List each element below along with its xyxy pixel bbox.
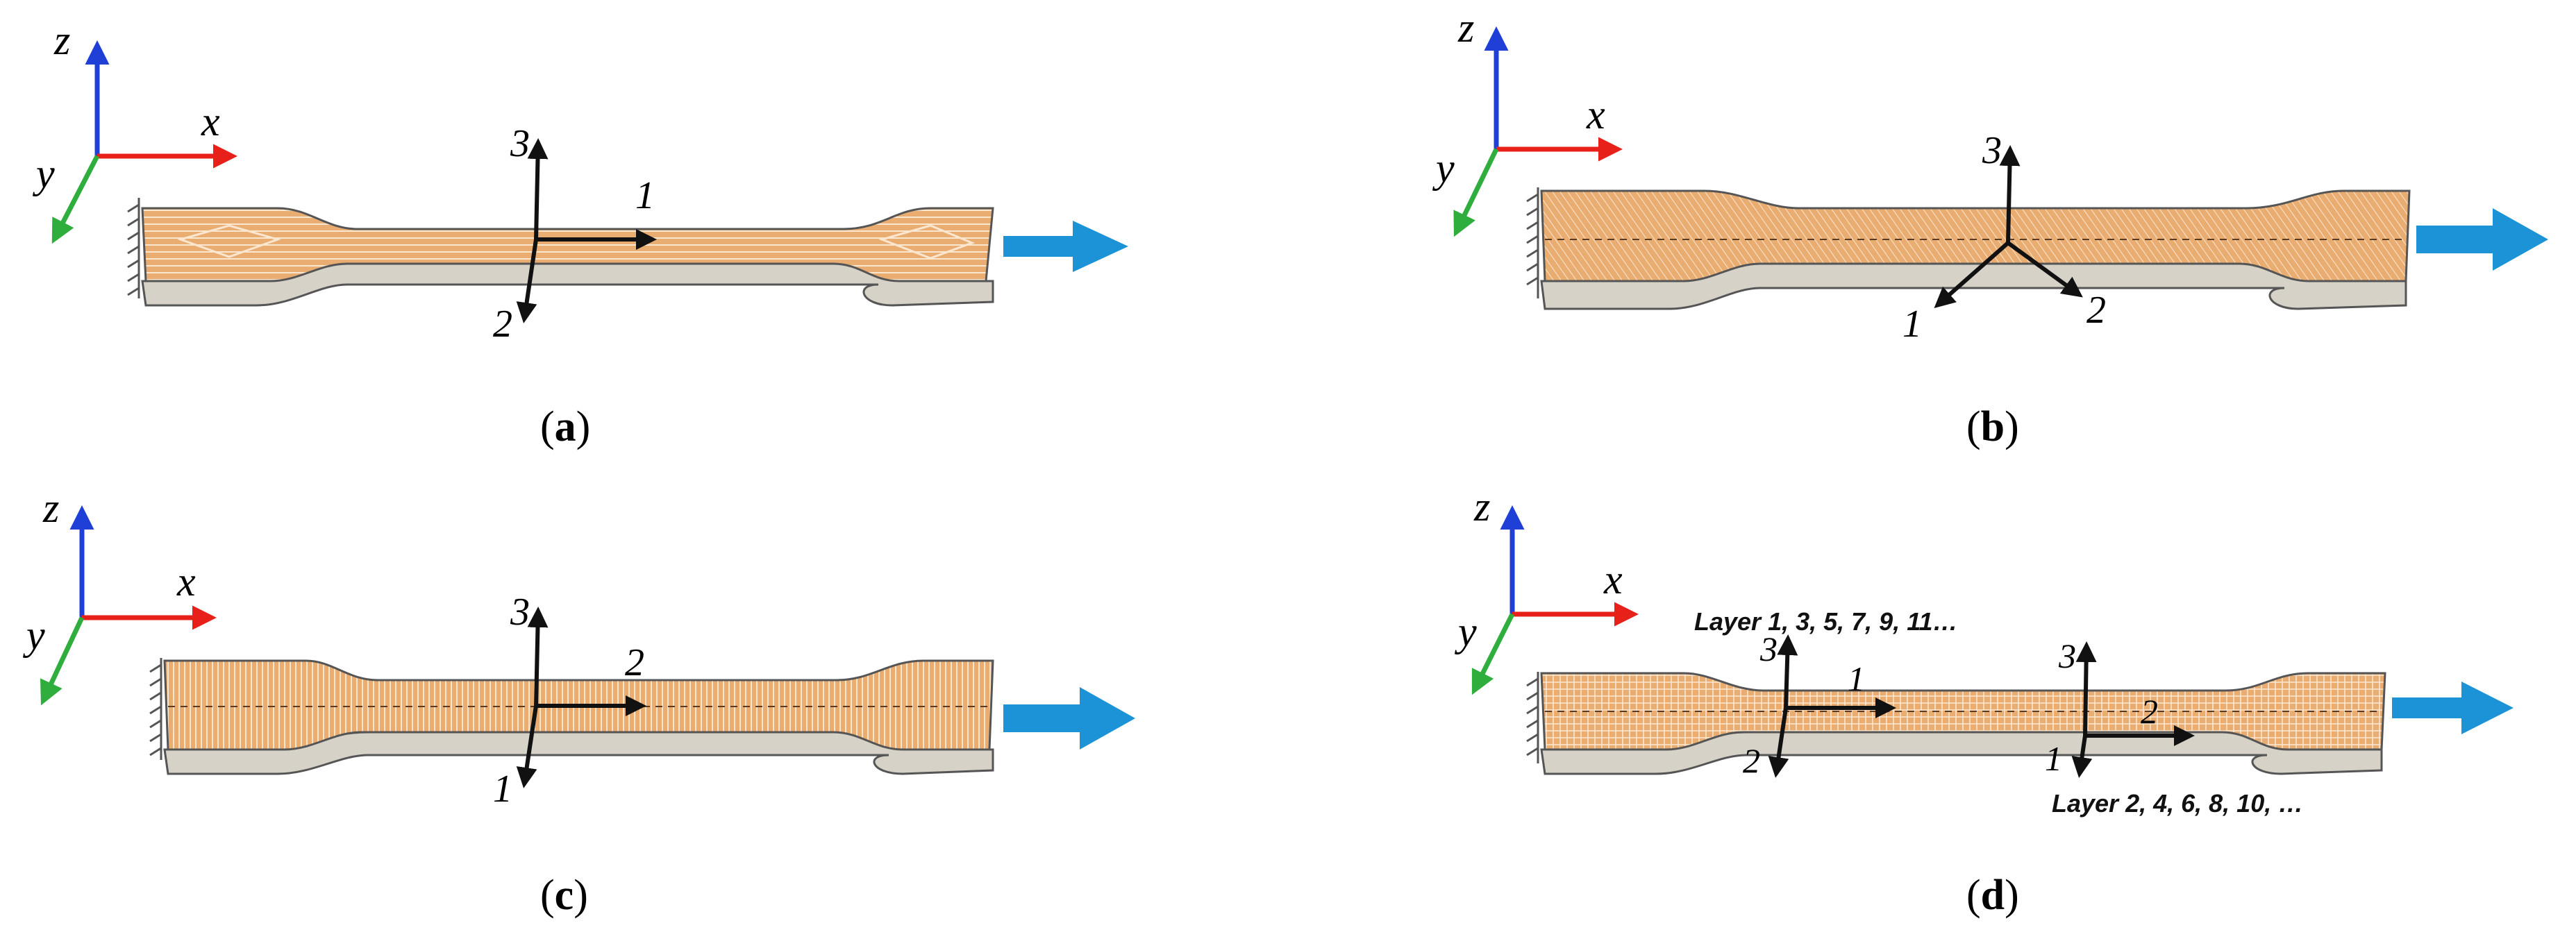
load-arrow-icon — [1003, 221, 1128, 272]
material-axis-3: 3 — [1982, 129, 2002, 172]
clamp-hatch-icon — [149, 658, 162, 760]
panel-a-diagram: z x y 3 1 2 — [32, 17, 1128, 346]
caption-b: (b) — [1966, 403, 2019, 450]
axis-label-z: z — [1473, 484, 1490, 530]
axis-label-y: y — [22, 612, 45, 658]
panel-b-diagram: z x y 3 1 2 — [1432, 5, 2548, 346]
material-axis-3: 3 — [510, 122, 530, 165]
panel-d-diagram: z x y Layer 1, 3, 5, 7, 9, 11… 3 1 2 3 2… — [1454, 484, 2514, 818]
axis-label-y: y — [1432, 145, 1455, 191]
specimen-dogbone — [1540, 672, 2386, 775]
material-axes: 3 1 2 — [493, 122, 657, 346]
material-axes: 3 1 2 — [1902, 129, 2106, 346]
material-axis-1: 1 — [493, 768, 512, 811]
axis-label-x: x — [201, 99, 220, 144]
axis-label-y: y — [32, 151, 55, 196]
load-arrow-icon — [2416, 208, 2548, 271]
load-arrow-icon — [1003, 687, 1135, 750]
caption-c: (c) — [540, 872, 588, 919]
axis-label-z: z — [53, 17, 70, 63]
caption-d: (d) — [1966, 872, 2019, 919]
load-arrow-icon — [2392, 682, 2514, 734]
material-axis-2: 2 — [2086, 289, 2106, 332]
layer-odd-label: Layer 1, 3, 5, 7, 9, 11… — [1694, 607, 1958, 636]
material-axis-3: 3 — [510, 591, 530, 634]
material-axis-2: 2 — [625, 641, 644, 684]
material-axis-2: 2 — [493, 303, 512, 346]
caption-a: (a) — [540, 403, 591, 450]
global-axes: z x y — [32, 17, 237, 244]
specimen-dogbone — [141, 207, 994, 307]
clamp-hatch-icon — [1526, 187, 1539, 298]
material-axis-3: 3 — [2058, 636, 2076, 675]
axis-label-x: x — [1603, 557, 1623, 602]
material-axis-2: 2 — [2141, 692, 2158, 731]
specimen-dogbone — [1540, 189, 2411, 310]
material-axes-even-layers: 3 2 1 — [2045, 636, 2195, 778]
clamp-hatch-icon — [1526, 672, 1539, 763]
global-axes: z x y — [1432, 5, 1623, 237]
axis-label-z: z — [42, 485, 59, 531]
material-axis-1: 1 — [1848, 659, 1865, 698]
material-axis-1: 1 — [2045, 739, 2062, 778]
clamp-hatch-icon — [127, 198, 140, 298]
layer-even-label: Layer 2, 4, 6, 8, 10, … — [2052, 789, 2303, 818]
material-axis-2: 2 — [1743, 741, 1760, 780]
material-axes-odd-layers: 3 1 2 — [1743, 629, 1896, 780]
axis-label-x: x — [1586, 92, 1605, 137]
panel-c-diagram: z x y 3 2 1 — [22, 485, 1135, 811]
specimen-dogbone — [163, 659, 994, 775]
material-axis-1: 1 — [635, 174, 655, 217]
axis-label-x: x — [176, 559, 196, 604]
global-axes: z x y — [22, 485, 217, 706]
axis-label-z: z — [1457, 5, 1474, 51]
axis-label-y: y — [1454, 609, 1477, 654]
material-axes: 3 2 1 — [493, 591, 646, 811]
global-axes: z x y — [1454, 484, 1639, 695]
material-axis-1: 1 — [1902, 303, 1922, 346]
material-axis-3: 3 — [1759, 629, 1778, 668]
